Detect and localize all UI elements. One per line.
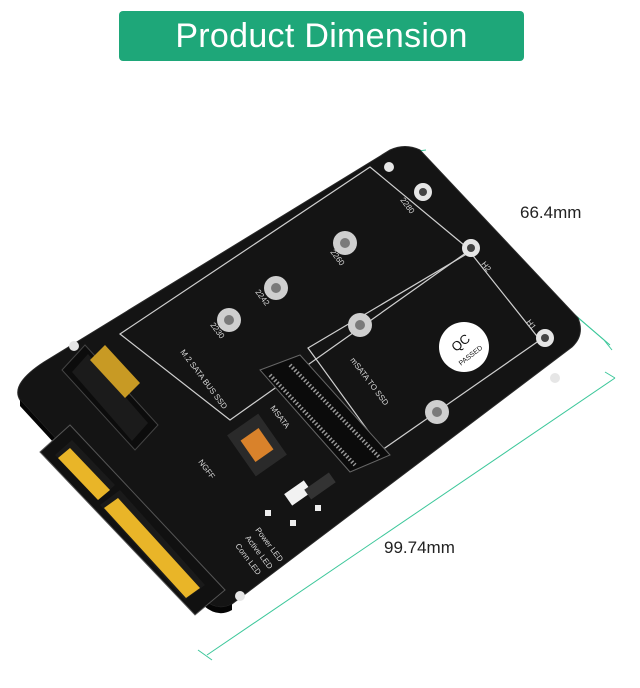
qc-passed-sticker: QC PASSED: [439, 322, 489, 372]
m2-screw-pads: [217, 231, 449, 424]
msata-socket: [259, 354, 391, 473]
length-dimension: [197, 371, 616, 661]
adapter-board: QC PASSED: [17, 146, 581, 616]
m2-slot: [61, 344, 159, 451]
mount-holes: [69, 162, 560, 601]
sata-connector: [39, 424, 226, 616]
length-dimension-label: 99.74mm: [384, 538, 455, 557]
width-dimension-label: 66.4mm: [520, 203, 582, 222]
title-banner: Product Dimension: [119, 11, 524, 61]
page-title: Product Dimension: [175, 16, 468, 55]
components: [227, 413, 336, 526]
